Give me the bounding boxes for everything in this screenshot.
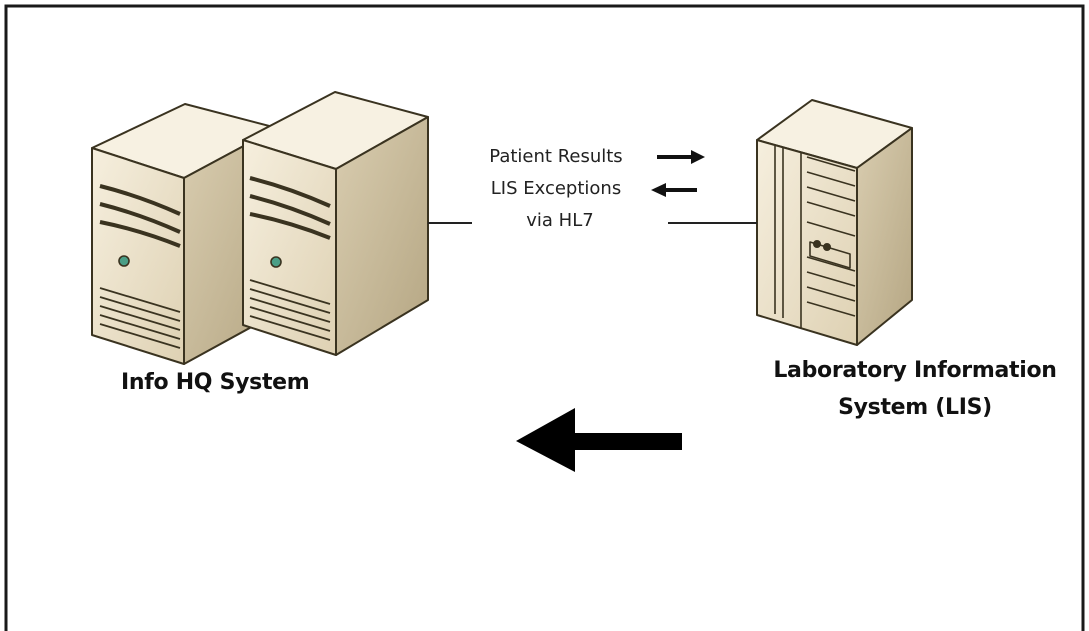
arrow-right-icon <box>657 150 705 164</box>
large-arrow-left-icon <box>516 408 682 472</box>
lis-server <box>756 99 913 346</box>
flow-lis-exceptions: LIS Exceptions <box>490 178 622 199</box>
lis-label: Laboratory Information System (LIS) <box>740 352 1089 426</box>
lis-label-line1: Laboratory Information <box>773 358 1057 383</box>
lis-button-icon <box>823 243 831 251</box>
lis-label-line2: System (LIS) <box>838 395 992 420</box>
frame-border <box>4 4 1085 631</box>
hl7-flow-label: Patient Results LIS Exceptions via HL7 <box>466 141 646 237</box>
power-led-icon <box>270 256 282 268</box>
lis-button-icon <box>813 240 821 248</box>
arrow-left-icon <box>651 183 697 197</box>
flow-via-hl7: via HL7 <box>526 210 594 231</box>
info-hq-label: Info HQ System <box>121 370 310 395</box>
flow-patient-results: Patient Results <box>489 146 623 167</box>
power-led-icon <box>118 255 130 267</box>
info-hq-server-front <box>242 91 429 356</box>
